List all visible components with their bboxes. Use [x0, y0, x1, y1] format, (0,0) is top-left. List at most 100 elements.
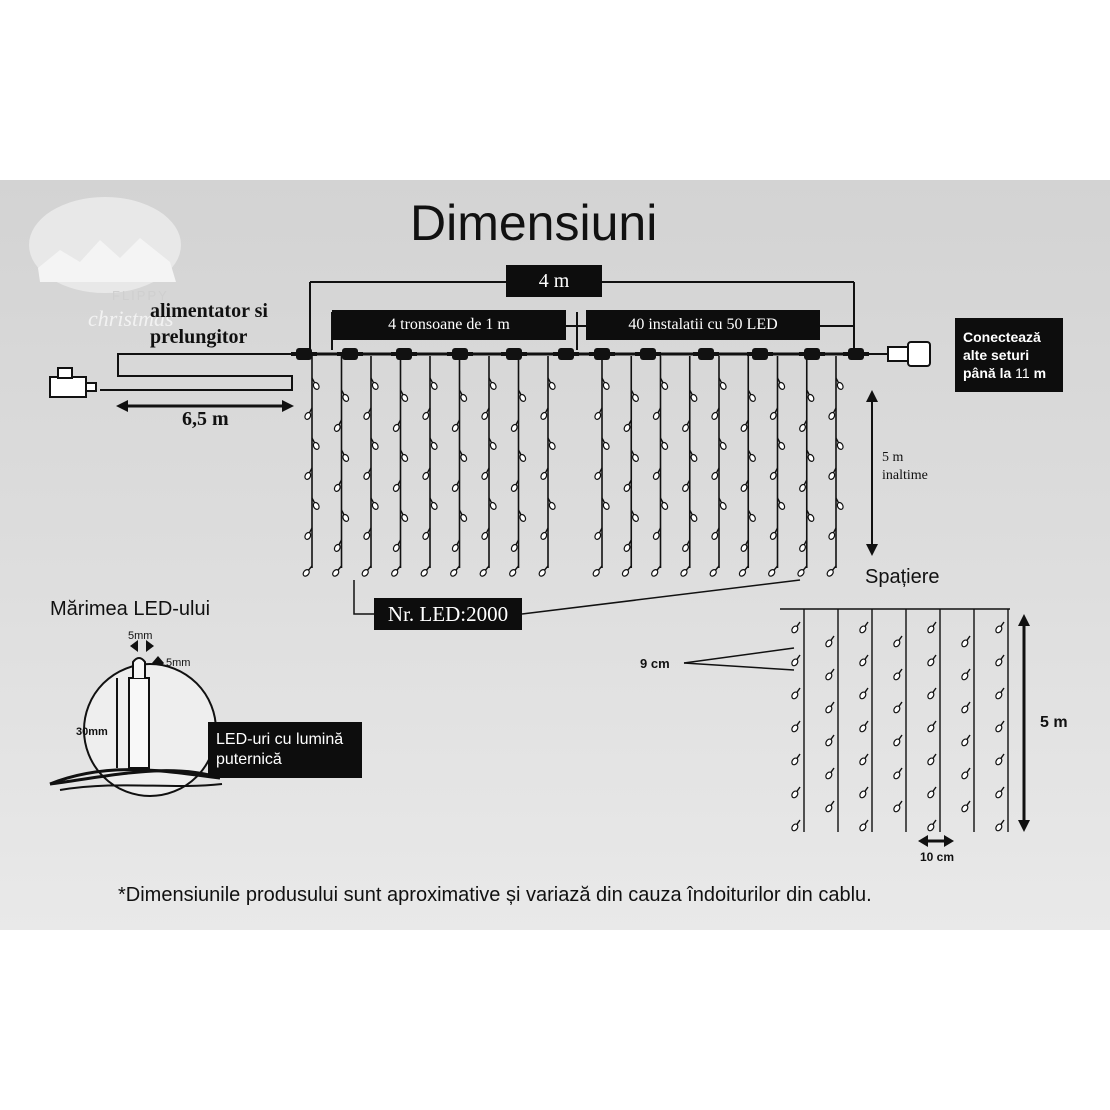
led-bulb [682, 419, 691, 432]
led-bulb [927, 720, 937, 733]
led-bulb [451, 419, 461, 432]
led-bulb [510, 419, 520, 432]
connectors [291, 348, 869, 360]
led-bulb [538, 565, 549, 577]
led-bulb [451, 479, 461, 492]
led-bulb [859, 753, 869, 766]
led-bulb [893, 668, 903, 681]
led-bulb [422, 467, 431, 480]
led-size-detail [49, 657, 223, 797]
led-bulb [361, 565, 372, 577]
led-bulb [547, 497, 556, 510]
led-bulb [340, 509, 350, 522]
led-bulb [961, 734, 971, 747]
led-bulb [392, 539, 402, 552]
spacing-vertical-label: 9 cm [640, 656, 670, 671]
connect-note-line2: alte seturi [963, 347, 1030, 363]
led-bulb [592, 565, 603, 577]
led-bulb [517, 509, 527, 522]
led-bulb [961, 767, 971, 780]
led-bulb [304, 467, 313, 480]
led-bulb [429, 377, 438, 390]
led-bulb [859, 819, 869, 832]
wire-connector [747, 348, 773, 360]
led-bulb [420, 565, 431, 577]
led-bulb [797, 565, 808, 577]
led-bulb [689, 389, 698, 402]
led-bulb [859, 687, 869, 700]
led-bulb [859, 654, 869, 667]
led-bulb [776, 437, 786, 450]
led-bulb [961, 701, 971, 714]
led-bulb [835, 497, 844, 510]
led-bulb [594, 467, 603, 480]
installations-label: 40 instalatii cu 50 LED [586, 310, 820, 340]
led-bulb [659, 377, 669, 390]
led-bulb [547, 437, 556, 450]
led-bulb [740, 419, 749, 432]
led-bulb [601, 377, 610, 390]
height-label-line2: inaltime [882, 468, 928, 483]
led-size-title: Mărimea LED-ului [50, 598, 211, 620]
led-bulb [689, 509, 698, 522]
led-bulb [718, 497, 727, 510]
brand-logo-text: FLIPPY [112, 288, 169, 303]
led-bulb [458, 449, 468, 462]
led-bulb [601, 437, 610, 450]
spacing-title: Spațiere [865, 566, 940, 588]
led-bulb [594, 527, 603, 540]
led-bulb [370, 497, 379, 510]
led-bulb [995, 786, 1005, 799]
led-bulb [738, 565, 749, 577]
connect-note-suffix: m [1029, 365, 1047, 381]
led-bulb [363, 467, 372, 480]
led-bulb [540, 527, 549, 540]
led-bulb [825, 668, 835, 681]
led-bulb [828, 467, 837, 480]
led-bulb [621, 565, 632, 577]
led-bulb [825, 734, 835, 747]
led-bulb [961, 668, 971, 681]
led-bulb [392, 479, 402, 492]
led-bulb [835, 437, 844, 450]
led-bulb [709, 565, 720, 577]
led-bulb [651, 565, 662, 577]
led-bulb [995, 720, 1005, 733]
led-bulb [806, 509, 815, 522]
connect-note-prefix: până la [963, 365, 1016, 381]
wire-connector [553, 348, 579, 360]
led-bulb [680, 565, 691, 577]
led-count-label: Nr. LED:2000 [374, 598, 522, 630]
power-cable [100, 353, 304, 391]
led-bulb [333, 539, 343, 552]
led-bulb [791, 819, 801, 832]
led-bulb [399, 389, 409, 402]
wire-connector [799, 348, 825, 360]
led-length-label: 30mm [76, 726, 108, 738]
led-bulb [392, 419, 402, 432]
bright-led-line2: puternică [216, 751, 282, 768]
led-bulb [623, 479, 632, 492]
led-bulb [652, 407, 662, 420]
led-bulb [826, 565, 837, 577]
led-bulb [488, 437, 497, 450]
led-bulb [995, 819, 1005, 832]
led-bulb [481, 407, 490, 420]
page-title: Dimensiuni [410, 195, 658, 251]
connect-note: Conectează alte seturi până la 11 m [955, 318, 1063, 392]
wire-connector [589, 348, 615, 360]
led-bulb [835, 377, 844, 390]
led-bulb [311, 497, 320, 510]
led-bulb [995, 621, 1005, 634]
connect-note-line1: Conectează [963, 329, 1041, 345]
width-label: 4 m [506, 265, 602, 297]
connect-note-value: 11 [1015, 365, 1030, 381]
led-bulb [825, 767, 835, 780]
led-bulb [340, 449, 350, 462]
led-bulb [995, 687, 1005, 700]
wire-connector [635, 348, 661, 360]
led-bulb [682, 539, 691, 552]
led-bulb [859, 621, 869, 634]
led-bulb [659, 497, 669, 510]
led-bulb [547, 377, 556, 390]
